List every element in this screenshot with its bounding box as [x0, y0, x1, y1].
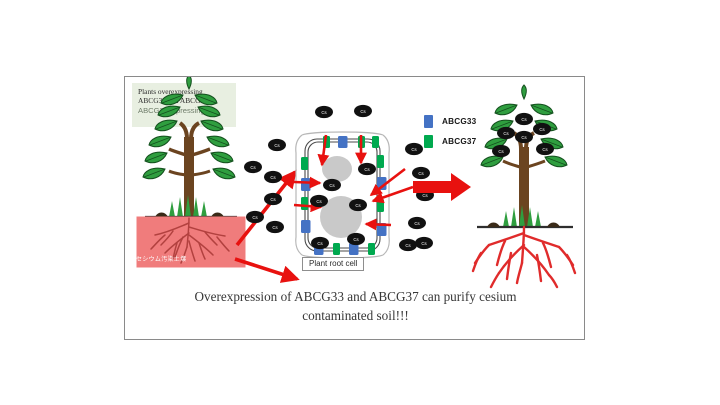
vacuole-upper [322, 156, 352, 182]
figure-panel: Plants overexpressing ABCG33 and ABCG37 … [124, 76, 585, 340]
contaminated-soil-block [137, 217, 245, 267]
diagram-illustration: Cs [136, 77, 577, 289]
legend: ABCG33 ABCG37 [424, 113, 519, 153]
contaminated-plant [136, 77, 246, 268]
overexpression-line-1: Plants overexpressing [138, 87, 203, 96]
legend-label-abcg33: ABCG33 [442, 116, 477, 126]
blue-square-swatch [424, 114, 433, 128]
figure-caption: Overexpression of ABCG33 and ABCG37 can … [137, 287, 574, 325]
legend-item-abcg37: ABCG37 [424, 133, 519, 149]
caption-line-1: Overexpression of ABCG33 and ABCG37 can … [194, 289, 517, 304]
plant-roots-left [150, 216, 230, 264]
legend-label-abcg37: ABCG37 [442, 136, 477, 146]
plant-root-cell-label: Plant root cell [302, 257, 365, 271]
plant-roots-right [471, 225, 577, 289]
soil-to-cell-arrows [234, 169, 300, 283]
green-square-swatch [424, 134, 433, 148]
caption-line-2: contaminated soil!!! [302, 308, 409, 324]
purified-plant [471, 84, 577, 289]
transporters-left [301, 157, 311, 233]
transformation-arrow [413, 173, 471, 201]
contaminated-soil-label: セシウム汚染土壌 [136, 257, 187, 263]
legend-item-abcg33: ABCG33 [424, 113, 519, 129]
